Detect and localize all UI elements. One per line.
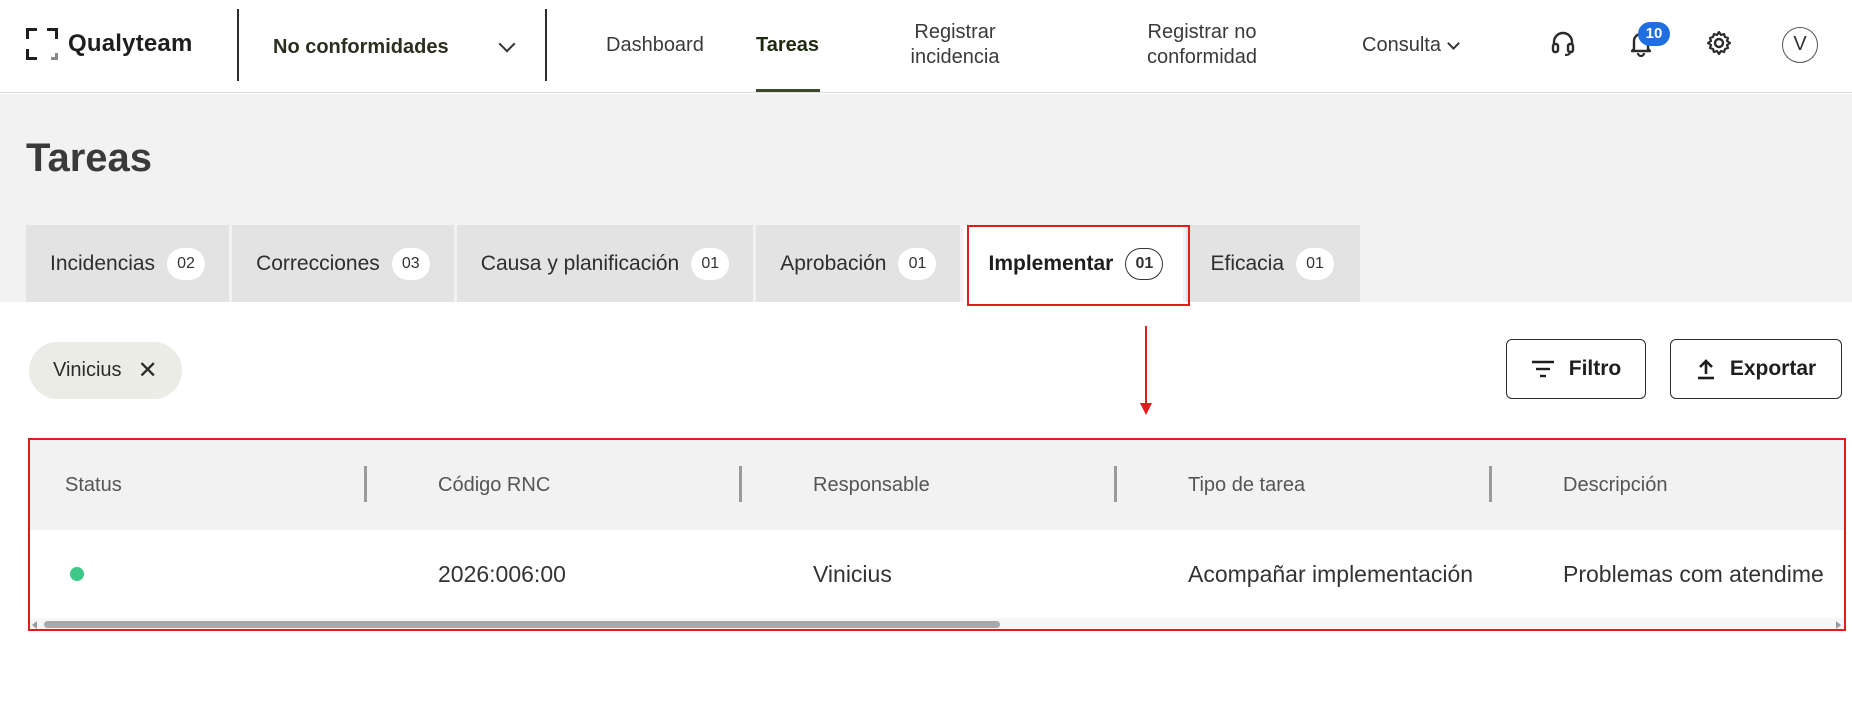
tasks-table: Status Código RNC Responsable Tipo de ta…: [30, 440, 1845, 630]
column-header-tipo-tarea[interactable]: Tipo de tarea: [1188, 474, 1306, 496]
logo-mark-icon: [26, 28, 58, 60]
tab-implementar[interactable]: Implementar 01: [963, 225, 1184, 302]
logo-text: Qualyteam: [68, 30, 193, 57]
nav-registrar-incidencia[interactable]: Registrar incidencia: [910, 21, 1000, 68]
column-resizer[interactable]: [1114, 466, 1117, 502]
notification-count-badge: 10: [1638, 22, 1670, 46]
column-header-codigo-rnc[interactable]: Código RNC: [438, 474, 551, 496]
headset-icon: [1551, 31, 1575, 56]
nav-tareas[interactable]: Tareas: [756, 34, 820, 56]
qualyteam-logo[interactable]: Qualyteam: [26, 28, 193, 60]
scroll-right-icon[interactable]: [1836, 621, 1841, 629]
cell-descripcion: Problemas com atendime: [1563, 561, 1824, 587]
column-resizer[interactable]: [739, 466, 742, 502]
table-row[interactable]: 2026:006:00 Vinicius Acompañar implement…: [30, 530, 1845, 618]
filter-chip[interactable]: Vinicius ✕: [29, 342, 182, 399]
cell-codigo-rnc: 2026:006:00: [438, 561, 566, 587]
column-header-responsable[interactable]: Responsable: [813, 474, 930, 496]
column-resizer[interactable]: [1489, 466, 1492, 502]
tab-label: Incidencias: [50, 251, 156, 275]
scrollbar-thumb[interactable]: [44, 621, 1000, 628]
tab-label: Aprobación: [780, 251, 887, 275]
horizontal-scrollbar[interactable]: [30, 618, 1845, 630]
filter-button[interactable]: Filtro: [1506, 339, 1646, 399]
tab-correcciones[interactable]: Correcciones 03: [232, 225, 454, 302]
header-divider: [545, 9, 547, 81]
upload-icon: [1697, 359, 1714, 380]
nav-registrar-no-conformidad[interactable]: Registrar no conformidad: [1146, 21, 1258, 68]
cell-tipo-tarea: Acompañar implementación: [1188, 561, 1474, 587]
arrow-head-icon: [1140, 403, 1152, 415]
filter-icon: [1531, 360, 1554, 378]
tab-aprobacion[interactable]: Aprobación 01: [756, 225, 961, 302]
tab-count-badge: 02: [167, 247, 206, 280]
gear-icon: [1706, 30, 1732, 56]
export-button-label: Exportar: [1729, 357, 1817, 380]
filter-chip-label: Vinicius: [53, 359, 122, 381]
tab-count-badge: 03: [391, 247, 430, 280]
tab-label: Implementar: [988, 251, 1114, 275]
tab-incidencias[interactable]: Incidencias 02: [26, 225, 230, 302]
tab-label: Causa y planificación: [480, 251, 680, 275]
task-tabs: Incidencias 02 Correcciones 03 Causa y p…: [26, 225, 1363, 302]
user-avatar[interactable]: V: [1782, 27, 1818, 63]
tab-label: Correcciones: [256, 251, 380, 275]
tab-count-badge: 01: [1125, 247, 1164, 280]
scroll-left-icon[interactable]: [32, 621, 37, 629]
cell-responsable: Vinicius: [813, 561, 892, 587]
tab-causa-planificacion[interactable]: Causa y planificación 01: [456, 225, 754, 302]
column-resizer[interactable]: [364, 466, 367, 502]
filter-button-label: Filtro: [1568, 357, 1622, 380]
settings-button[interactable]: [1702, 26, 1736, 60]
nav-active-indicator: [756, 89, 820, 92]
top-navigation-bar: Qualyteam No conformidades Dashboard Tar…: [0, 0, 1852, 93]
nav-consulta-label: Consulta: [1362, 34, 1441, 56]
module-selector-label: No conformidades: [273, 35, 449, 58]
support-button[interactable]: [1546, 26, 1580, 60]
close-icon[interactable]: ✕: [137, 356, 158, 384]
tab-count-badge: 01: [691, 247, 730, 280]
export-button[interactable]: Exportar: [1670, 339, 1842, 399]
column-header-descripcion[interactable]: Descripción: [1563, 474, 1668, 496]
chevron-down-icon: [1447, 37, 1460, 50]
tab-count-badge: 01: [1296, 247, 1335, 280]
column-header-status[interactable]: Status: [65, 474, 122, 496]
chevron-down-icon: [498, 35, 516, 53]
nav-dashboard[interactable]: Dashboard: [606, 34, 704, 56]
status-indicator: [70, 567, 84, 581]
tab-count-badge: 01: [898, 247, 937, 280]
module-selector[interactable]: No conformidades: [273, 30, 516, 64]
tab-label: Eficacia: [1210, 251, 1285, 275]
header-divider: [237, 9, 239, 81]
tab-eficacia[interactable]: Eficacia 01: [1186, 225, 1361, 302]
nav-consulta[interactable]: Consulta: [1362, 33, 1460, 58]
page-title: Tareas: [26, 136, 153, 180]
table-header: Status Código RNC Responsable Tipo de ta…: [30, 440, 1845, 530]
annotation-arrow: [1145, 326, 1147, 406]
